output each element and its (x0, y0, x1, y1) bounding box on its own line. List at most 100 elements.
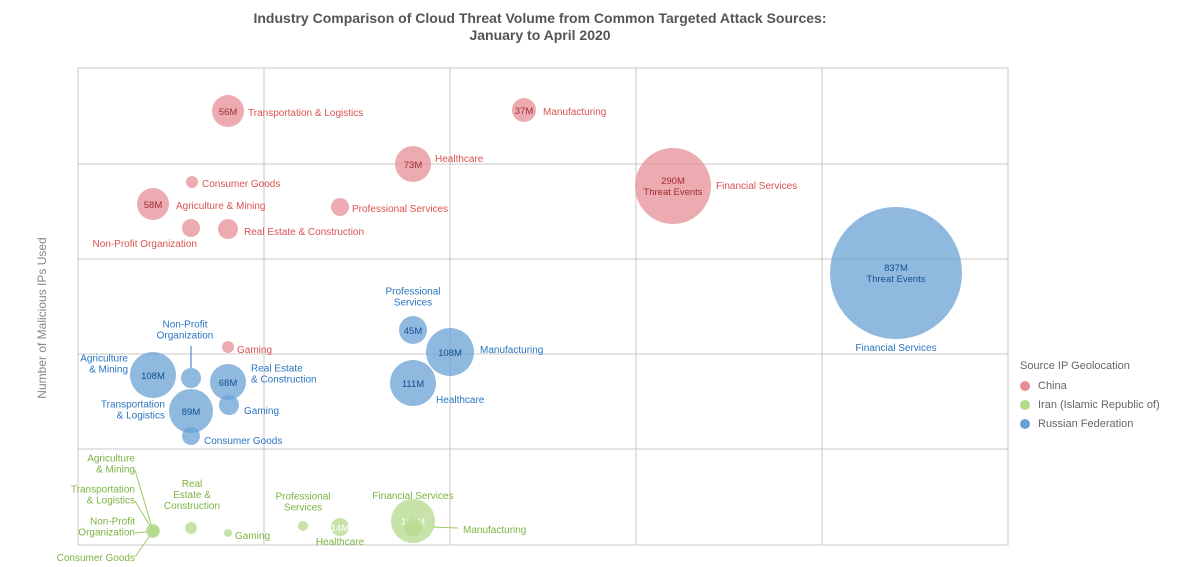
bubble-russian-consumer-goods (182, 427, 200, 445)
category-label-russian-manufacturing: Manufacturing (480, 345, 543, 356)
category-label-iran-gaming: Gaming (235, 531, 270, 542)
category-label-russian-professional-services-1: Services (394, 298, 432, 309)
category-label-russian-transportation-logistics-1: & Logistics (117, 411, 165, 422)
bubble-china-professional-services (331, 198, 349, 216)
bubble-russian-transportation-logistics (169, 389, 213, 433)
category-label-iran-healthcare: Healthcare (316, 537, 365, 548)
category-label-china-healthcare: Healthcare (435, 154, 484, 165)
bubble-russian-manufacturing (426, 328, 474, 376)
bubble-china-real-estate-construction (218, 219, 238, 239)
y-axis-label: Number of Malicious IPs Used (35, 237, 49, 398)
category-label-russian-non-profit-organization-1: Organization (157, 331, 214, 342)
category-label-china-consumer-goods: Consumer Goods (202, 179, 280, 190)
bubble-russian-professional-services (399, 316, 427, 344)
category-label-russian-agriculture-mining-1: & Mining (89, 365, 128, 376)
value-label2-russian-financial-services: Threat Events (866, 274, 925, 285)
bubble-china-transportation-logistics (212, 95, 244, 127)
category-label-china-non-profit-organization: Non-Profit Organization (93, 239, 198, 250)
value-label-china-manufacturing: 37M (515, 106, 534, 117)
category-label-russian-healthcare: Healthcare (436, 395, 485, 406)
legend-swatch-iran (1020, 400, 1030, 410)
leader-line-iran-manufacturing (431, 526, 459, 529)
category-label-iran-real-estate-construction-1: Estate & (173, 490, 211, 501)
bubble-china-financial-services (635, 148, 711, 224)
category-label-iran-transportation-logistics-1: & Logistics (87, 496, 135, 507)
bubble-china-healthcare (395, 146, 431, 182)
bubble-china-manufacturing (512, 98, 536, 122)
category-label-china-transportation-logistics: Transportation & Logistics (248, 108, 363, 119)
category-label-china-real-estate-construction: Real Estate & Construction (244, 227, 364, 238)
legend-swatch-russia (1020, 419, 1030, 429)
category-label-iran-professional-services-0: Professional (275, 492, 330, 503)
chart-title-line1: Industry Comparison of Cloud Threat Volu… (253, 10, 827, 26)
legend: Source IP Geolocation China Iran (Islami… (1020, 360, 1160, 437)
category-label-russian-financial-services: Financial Services (855, 343, 936, 354)
category-label-china-gaming: Gaming (237, 345, 272, 356)
bubble-russian-healthcare (390, 360, 436, 406)
category-label-iran-real-estate-construction-0: Real (182, 479, 203, 490)
bubble-russian-non-profit-organization (181, 368, 201, 388)
chart-title: Industry Comparison of Cloud Threat Volu… (150, 10, 930, 44)
bubble-iran-healthcare (331, 518, 349, 536)
category-label-china-professional-services: Professional Services (352, 204, 448, 215)
category-label-iran-real-estate-construction-2: Construction (164, 501, 220, 512)
legend-swatch-china (1020, 381, 1030, 391)
plot-frame (77, 67, 1009, 546)
value-label-russian-professional-services: 45M (404, 326, 423, 337)
value-label-china-transportation-logistics: 56M (219, 107, 238, 118)
category-label-iran-non-profit-organization-1: Organization (78, 528, 135, 539)
legend-label-china: China (1038, 380, 1067, 392)
legend-label-russia: Russian Federation (1038, 418, 1134, 430)
bubble-russian-agriculture-mining (130, 352, 176, 398)
bubble-china-agriculture-mining (137, 188, 169, 220)
category-label-russian-consumer-goods: Consumer Goods (204, 436, 282, 447)
legend-item-russia[interactable]: Russian Federation (1020, 418, 1160, 430)
value-label-russian-agriculture-mining: 108M (141, 371, 165, 382)
value-label-china-healthcare: 73M (404, 160, 423, 171)
category-label-russian-real-estate-construction-0: Real Estate (251, 364, 303, 375)
bubble-china-non-profit-organization (182, 219, 200, 237)
category-label-russian-non-profit-organization-0: Non-Profit (162, 320, 207, 331)
bubble-iran-consumer-goods (149, 527, 157, 535)
bubble-iran-manufacturing (404, 518, 422, 536)
legend-label-iran: Iran (Islamic Republic of) (1038, 399, 1160, 411)
value-label-russian-manufacturing: 108M (438, 348, 462, 359)
value-label-russian-healthcare: 111M (402, 379, 424, 390)
category-label-iran-agriculture-mining-1: & Mining (96, 465, 135, 476)
bubble-iran-professional-services (298, 521, 308, 531)
legend-title: Source IP Geolocation (1020, 360, 1130, 372)
chart-title-line2: January to April 2020 (469, 27, 611, 43)
category-label-iran-consumer-goods: Consumer Goods (57, 553, 135, 564)
bubble-russian-real-estate-construction (210, 364, 246, 400)
category-label-russian-gaming: Gaming (244, 406, 279, 417)
category-label-iran-agriculture-mining-0: Agriculture (87, 454, 135, 465)
bubble-russian-gaming (219, 395, 239, 415)
category-label-china-agriculture-mining: Agriculture & Mining (176, 201, 265, 212)
bubble-russian-financial-services (830, 207, 962, 339)
category-label-iran-financial-services: Financial Services (372, 491, 453, 502)
legend-item-iran[interactable]: Iran (Islamic Republic of) (1020, 399, 1160, 411)
category-label-iran-professional-services-1: Services (284, 503, 322, 514)
value-label-iran-healthcare: 14M (331, 523, 350, 534)
category-label-russian-real-estate-construction-1: & Construction (251, 375, 317, 386)
value-label2-china-financial-services: Threat Events (643, 187, 702, 198)
bubble-iran-gaming (224, 529, 232, 537)
value-label-russian-transportation-logistics: 89M (182, 407, 201, 418)
value-label-russian-real-estate-construction: 68M (219, 378, 238, 389)
bubble-china-gaming (222, 341, 234, 353)
category-label-iran-non-profit-organization-0: Non-Profit (90, 517, 135, 528)
bubble-iran-real-estate-construction (185, 522, 197, 534)
value-label-china-agriculture-mining: 58M (144, 200, 163, 211)
category-label-iran-manufacturing: Manufacturing (463, 525, 526, 536)
category-label-russian-professional-services-0: Professional (385, 287, 440, 298)
category-label-china-financial-services: Financial Services (716, 181, 797, 192)
category-label-russian-agriculture-mining-0: Agriculture (80, 354, 128, 365)
bubble-china-consumer-goods (186, 176, 198, 188)
category-label-iran-transportation-logistics-0: Transportation (71, 485, 135, 496)
leader-line-iran-0 (134, 469, 154, 532)
value-label-russian-financial-services: 837M (884, 263, 908, 274)
value-label-china-financial-services: 290M (661, 176, 685, 187)
legend-item-china[interactable]: China (1020, 380, 1160, 392)
category-label-russian-transportation-logistics-0: Transportation (101, 400, 165, 411)
